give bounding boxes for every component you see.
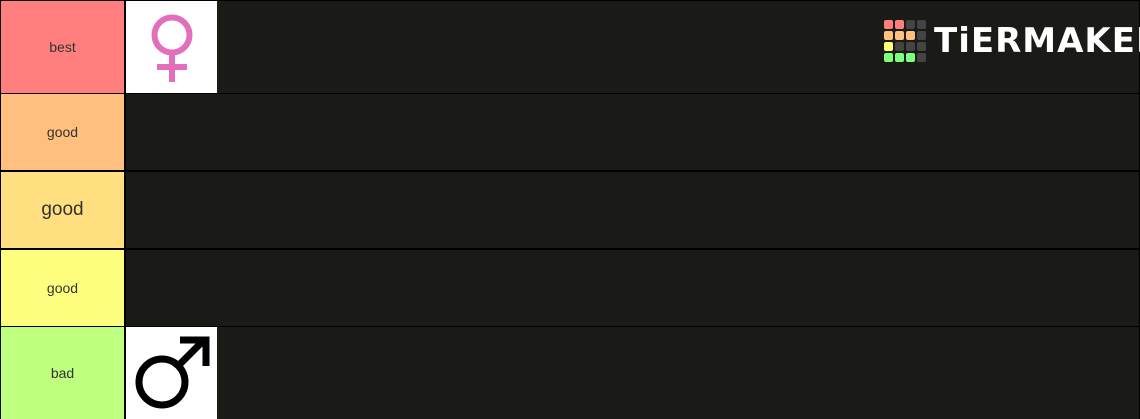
- tier-items-good-2[interactable]: [126, 172, 1139, 248]
- logo-grid-cell: [884, 31, 893, 40]
- female-symbol-icon: [151, 14, 193, 82]
- tier-row-good-1: good: [0, 93, 1140, 171]
- tier-row-good-3: good: [0, 249, 1140, 326]
- logo-grid-cell: [884, 53, 893, 62]
- logo-grid-cell: [906, 53, 915, 62]
- tiermaker-wordmark: TiERMAKER: [934, 21, 1140, 61]
- logo-grid-cell: [884, 42, 893, 51]
- tier-label-text: best: [49, 39, 76, 55]
- tier-items-good-3[interactable]: [126, 250, 1139, 326]
- logo-grid-cell: [917, 42, 926, 51]
- tier-label-good-1[interactable]: good: [1, 94, 124, 170]
- tier-label-bad[interactable]: bad: [1, 327, 124, 419]
- logo-grid-cell: [917, 20, 926, 29]
- tier-row-best: best: [0, 0, 1140, 93]
- male-symbol-tile[interactable]: [126, 327, 217, 419]
- logo-grid-cell: [895, 31, 904, 40]
- tier-row-bad: bad: [0, 326, 1140, 419]
- female-symbol-tile[interactable]: [126, 1, 217, 93]
- logo-grid-cell: [884, 20, 893, 29]
- tier-items-good-1[interactable]: [126, 94, 1139, 170]
- tier-items-bad[interactable]: [126, 327, 1139, 419]
- logo-grid-cell: [906, 20, 915, 29]
- logo-grid-cell: [917, 31, 926, 40]
- logo-grid-cell: [895, 20, 904, 29]
- tier-label-good-3[interactable]: good: [1, 250, 124, 326]
- logo-grid-cell: [906, 42, 915, 51]
- tiermaker-logo: TiERMAKER: [884, 20, 1140, 62]
- logo-grid-cell: [917, 53, 926, 62]
- tier-label-text: bad: [50, 365, 75, 381]
- tier-label-text: good: [41, 199, 84, 220]
- tier-items-best[interactable]: [126, 1, 1139, 93]
- tier-label-text: good: [46, 124, 79, 140]
- tier-label-good-2[interactable]: good: [1, 172, 124, 248]
- logo-grid-cell: [895, 53, 904, 62]
- logo-grid-cell: [895, 42, 904, 51]
- tiermaker-grid-icon: [884, 20, 926, 62]
- male-symbol-icon: [135, 336, 210, 409]
- logo-grid-cell: [906, 31, 915, 40]
- tier-label-text: good: [46, 280, 79, 296]
- tier-label-best[interactable]: best: [1, 1, 124, 93]
- tier-row-good-2: good: [0, 171, 1140, 249]
